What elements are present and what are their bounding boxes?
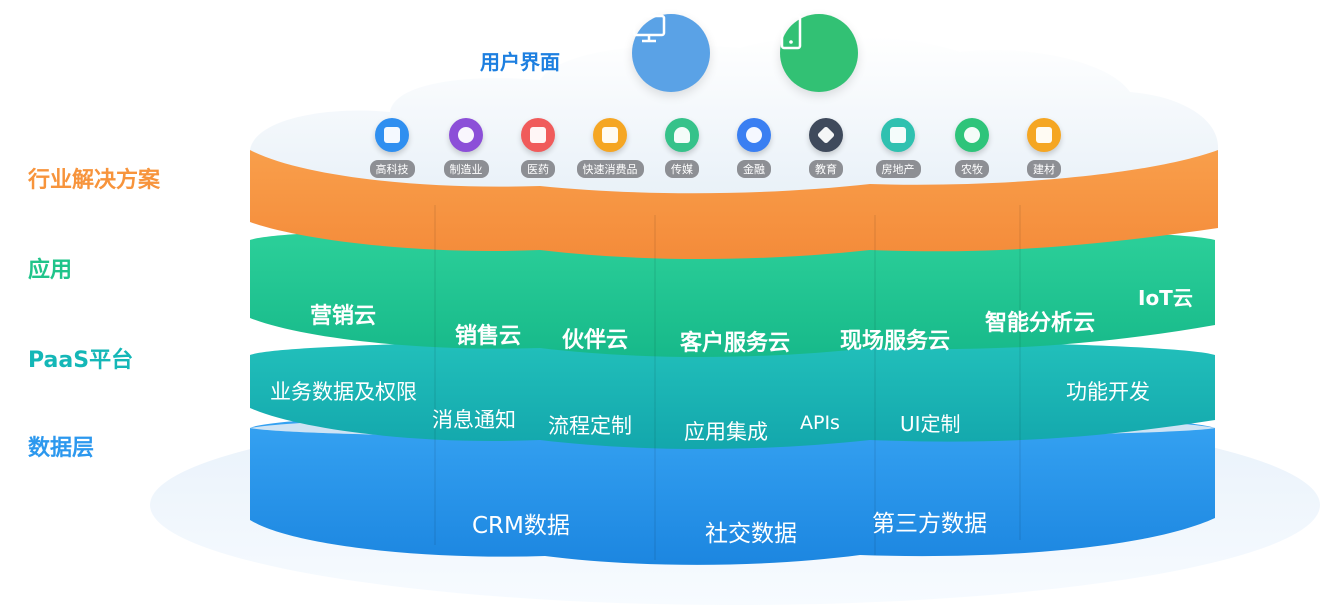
industry-label: 快速消费品 bbox=[576, 160, 644, 178]
medical-kit-icon bbox=[521, 118, 555, 152]
paas-module-workflow: 流程定制 bbox=[548, 414, 632, 438]
data-source-social: 社交数据 bbox=[705, 521, 797, 547]
layer-label-app: 应用 bbox=[28, 258, 73, 283]
paas-module-apis: APIs bbox=[800, 412, 840, 434]
layer-label-industry: 行业解决方案 bbox=[28, 168, 161, 193]
app-module-smart-analytics-cloud: 智能分析云 bbox=[985, 311, 1096, 336]
industry-item-fmcg: 快速消费品 bbox=[576, 118, 644, 178]
graduation-cap-icon bbox=[809, 118, 843, 152]
data-layer-band bbox=[250, 410, 1215, 565]
industry-label: 建材 bbox=[1027, 160, 1061, 178]
app-module-field-service-cloud: 现场服务云 bbox=[840, 329, 951, 354]
gears-icon bbox=[449, 118, 483, 152]
industry-item-finance: 金融 bbox=[724, 118, 784, 178]
paas-module-notifications: 消息通知 bbox=[432, 408, 516, 432]
paint-roller-icon bbox=[1027, 118, 1061, 152]
paas-layer-band bbox=[250, 340, 1215, 449]
paas-module-app-integration: 应用集成 bbox=[684, 420, 768, 444]
industry-item-media: 传媒 bbox=[652, 118, 712, 178]
segment-seams bbox=[434, 205, 1021, 560]
app-layer-band bbox=[250, 225, 1215, 357]
paas-module-ui-customization: UI定制 bbox=[900, 412, 961, 436]
monitor-icon bbox=[632, 14, 710, 92]
industry-item-education: 教育 bbox=[796, 118, 856, 178]
industry-label: 农牧 bbox=[955, 160, 989, 178]
industry-item-building-materials: 建材 bbox=[1014, 118, 1074, 178]
industry-label: 制造业 bbox=[443, 160, 489, 178]
headphones-icon bbox=[665, 118, 699, 152]
app-module-iot-cloud: IoT云 bbox=[1138, 286, 1193, 310]
layer-label-data: 数据层 bbox=[28, 436, 95, 461]
industry-item-medicine: 医药 bbox=[508, 118, 568, 178]
coin-icon bbox=[737, 118, 771, 152]
data-source-third-party: 第三方数据 bbox=[872, 511, 987, 537]
industry-item-high-tech: 高科技 bbox=[362, 118, 422, 178]
data-source-crm: CRM数据 bbox=[472, 513, 570, 539]
top-cloud-layer bbox=[250, 35, 1219, 194]
industry-label: 房地产 bbox=[875, 160, 921, 178]
user-interface-title: 用户界面 bbox=[480, 50, 560, 74]
paas-module-feature-development: 功能开发 bbox=[1066, 380, 1150, 404]
paas-module-business-data-permissions: 业务数据及权限 bbox=[270, 380, 417, 404]
mobile-phone-icon bbox=[780, 14, 858, 92]
shopping-bag-icon bbox=[593, 118, 627, 152]
industry-label: 金融 bbox=[737, 160, 771, 178]
industry-label: 高科技 bbox=[369, 160, 415, 178]
app-module-marketing-cloud: 营销云 bbox=[310, 304, 377, 329]
industry-label: 医药 bbox=[521, 160, 555, 178]
monitor-icon bbox=[375, 118, 409, 152]
industry-item-agriculture: 农牧 bbox=[942, 118, 1002, 178]
industry-label: 教育 bbox=[809, 160, 843, 178]
industry-item-real-estate: 房地产 bbox=[868, 118, 928, 178]
app-module-sales-cloud: 销售云 bbox=[455, 324, 522, 349]
app-module-partner-cloud: 伙伴云 bbox=[562, 328, 629, 353]
industry-item-manufacturing: 制造业 bbox=[436, 118, 496, 178]
layer-label-paas: PaaS平台 bbox=[28, 348, 134, 373]
industry-label: 传媒 bbox=[665, 160, 699, 178]
app-module-customer-service-cloud: 客户服务云 bbox=[680, 331, 791, 356]
building-icon bbox=[881, 118, 915, 152]
sun-icon bbox=[955, 118, 989, 152]
